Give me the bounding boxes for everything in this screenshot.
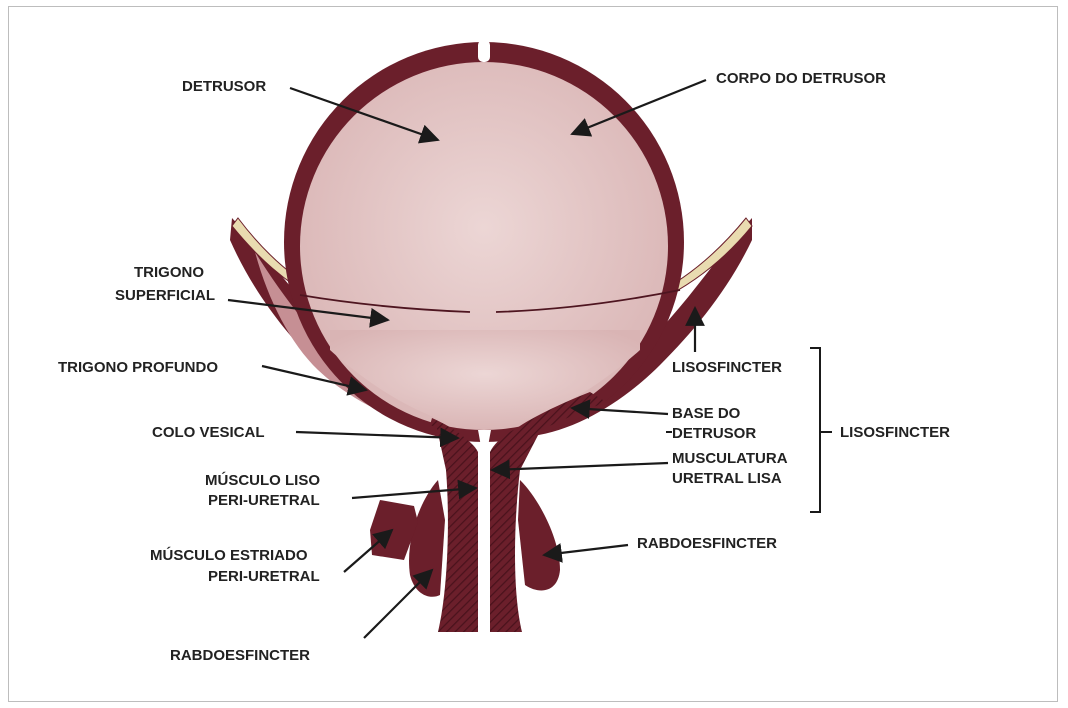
label-lisosfincter-group: LISOSFINCTER [840,424,950,441]
rabdoesfincter-right [518,480,560,590]
arrow-rabdo-left [364,570,432,638]
label-rabdoesfincter-right: RABDOESFINCTER [637,535,777,552]
label-colo-vesical: COLO VESICAL [152,424,265,441]
label-base-do-detrusor-2: DETRUSOR [672,425,756,442]
label-corpo-do-detrusor: CORPO DO DETRUSOR [716,70,886,87]
label-musculo-estriado-1: MÚSCULO ESTRIADO [150,546,308,564]
label-musculatura-1: MUSCULATURA [672,450,788,467]
label-lisosfincter-top: LISOSFINCTER [672,359,782,376]
label-musculo-estriado-2: PERI-URETRAL [208,568,320,585]
label-trigono-superficial-2: SUPERFICIAL [115,287,215,304]
label-base-do-detrusor-1: BASE DO [672,405,741,422]
dome-notch [478,40,490,62]
label-trigono-superficial-1: TRIGONO [134,264,204,281]
label-musculatura-2: URETRAL LISA [672,470,782,487]
label-rabdoesfincter-left: RABDOESFINCTER [170,647,310,664]
rabdoesfincter-left [409,480,445,597]
label-musculo-liso-2: PERI-URETRAL [208,492,320,509]
label-musculo-liso-1: MÚSCULO LISO [205,471,320,489]
label-trigono-profundo: TRIGONO PROFUNDO [58,359,218,376]
urethral-lumen [478,430,491,632]
label-detrusor: DETRUSOR [182,78,266,95]
lisosfincter-bracket [810,348,832,512]
